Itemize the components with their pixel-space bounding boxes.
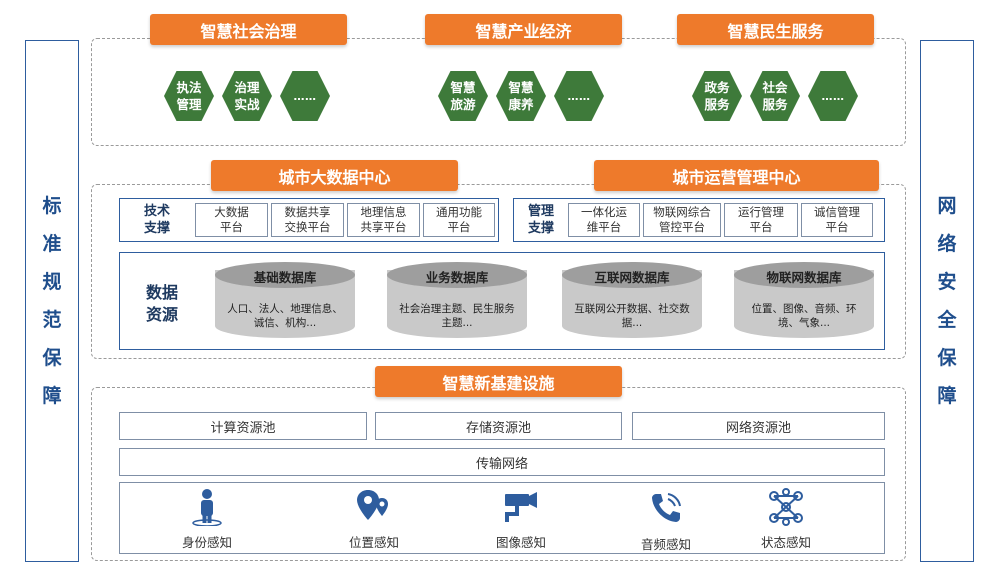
side-char: 准: [42, 233, 62, 255]
database-desc: 位置、图像、音频、环境、气象...: [751, 303, 857, 329]
security-pillar: 网 络 安 全 保 障: [920, 40, 974, 562]
database-title: 基础数据库: [253, 270, 317, 285]
sensing-location: 位置感知: [329, 488, 419, 551]
database-title: 物联网数据库: [766, 270, 842, 285]
platform-common-functions: 通用功能 平台: [423, 203, 495, 237]
banner-livelihood-services: 智慧民生服务: [677, 14, 874, 45]
platform-iot-control: 物联网综合 管控平台: [643, 203, 721, 237]
side-char: 范: [42, 309, 62, 331]
sensing-label: 图像感知: [495, 535, 546, 550]
platform-big-data: 大数据 平台: [195, 203, 268, 237]
sensing-label: 音频感知: [640, 537, 691, 552]
pool-storage: 存储资源池: [375, 412, 622, 440]
hex-item: 智慧 旅游: [438, 71, 488, 121]
sensing-label: 位置感知: [348, 535, 399, 550]
cylinder-top: [215, 262, 355, 288]
database-desc: 社会治理主题、民生服务主题...: [399, 303, 515, 329]
side-char: 网: [937, 195, 957, 217]
side-char: 安: [937, 271, 957, 293]
transmission-network: 传输网络: [119, 448, 885, 476]
database-title: 业务数据库: [425, 270, 489, 285]
pool-compute: 计算资源池: [119, 412, 367, 440]
platform-operation-mgmt: 运行管理 平台: [724, 203, 798, 237]
database-basic: 基础数据库 人口、法人、地理信息、诚信、机构...: [215, 262, 355, 344]
location-pin-icon: [357, 490, 388, 520]
side-char: 标: [42, 195, 62, 217]
banner-industry-economy: 智慧产业经济: [425, 14, 622, 45]
camera-icon: [505, 492, 537, 522]
side-char: 保: [937, 347, 957, 369]
sensing-box: [119, 482, 885, 554]
side-char: 保: [42, 347, 62, 369]
database-title: 互联网数据库: [594, 270, 670, 285]
sensing-image: 图像感知: [476, 488, 566, 551]
person-icon: [192, 489, 222, 526]
standards-pillar: 标 准 规 范 保 障: [25, 40, 79, 562]
database-desc: 人口、法人、地理信息、诚信、机构...: [227, 303, 343, 329]
banner-social-governance: 智慧社会治理: [150, 14, 347, 45]
data-resources-label: 数据 资源: [145, 283, 178, 324]
cylinder-top: [734, 262, 874, 288]
banner-big-data-center: 城市大数据中心: [211, 160, 458, 191]
platform-gis: 地理信息 共享平台: [347, 203, 420, 237]
hex-more: ……: [280, 71, 330, 121]
platform-credit-mgmt: 诚信管理 平台: [801, 203, 873, 237]
cylinder-top: [562, 262, 702, 288]
phone-icon: [652, 493, 681, 522]
sensing-audio: 音频感知: [621, 488, 711, 553]
side-char: 规: [42, 271, 62, 293]
sensing-label: 状态感知: [760, 535, 811, 550]
side-char: 全: [937, 309, 957, 331]
side-char: 障: [937, 385, 957, 407]
network-nodes-icon: [769, 488, 803, 526]
side-char: 络: [937, 233, 957, 255]
database-business: 业务数据库 社会治理主题、民生服务主题...: [387, 262, 527, 344]
sensing-status: 状态感知: [741, 488, 831, 551]
database-iot: 物联网数据库 位置、图像、音频、环境、气象...: [734, 262, 874, 344]
tech-support-label: 技术 支撑: [143, 204, 170, 236]
sensing-label: 身份感知: [181, 535, 232, 550]
banner-operations-center: 城市运营管理中心: [594, 160, 879, 191]
cylinder-top: [387, 262, 527, 288]
database-desc: 互联网公开数据、社交数据...: [574, 303, 690, 329]
data-center-layer: [91, 184, 906, 359]
pool-network: 网络资源池: [632, 412, 885, 440]
platform-integrated-ops: 一体化运 维平台: [568, 203, 640, 237]
side-char: 障: [42, 385, 62, 407]
sensing-identity: 身份感知: [162, 488, 252, 551]
banner-infrastructure: 智慧新基建设施: [375, 366, 622, 397]
database-internet: 互联网数据库 互联网公开数据、社交数据...: [562, 262, 702, 344]
platform-data-exchange: 数据共享 交换平台: [271, 203, 344, 237]
mgmt-support-label: 管理 支撑: [527, 204, 554, 236]
